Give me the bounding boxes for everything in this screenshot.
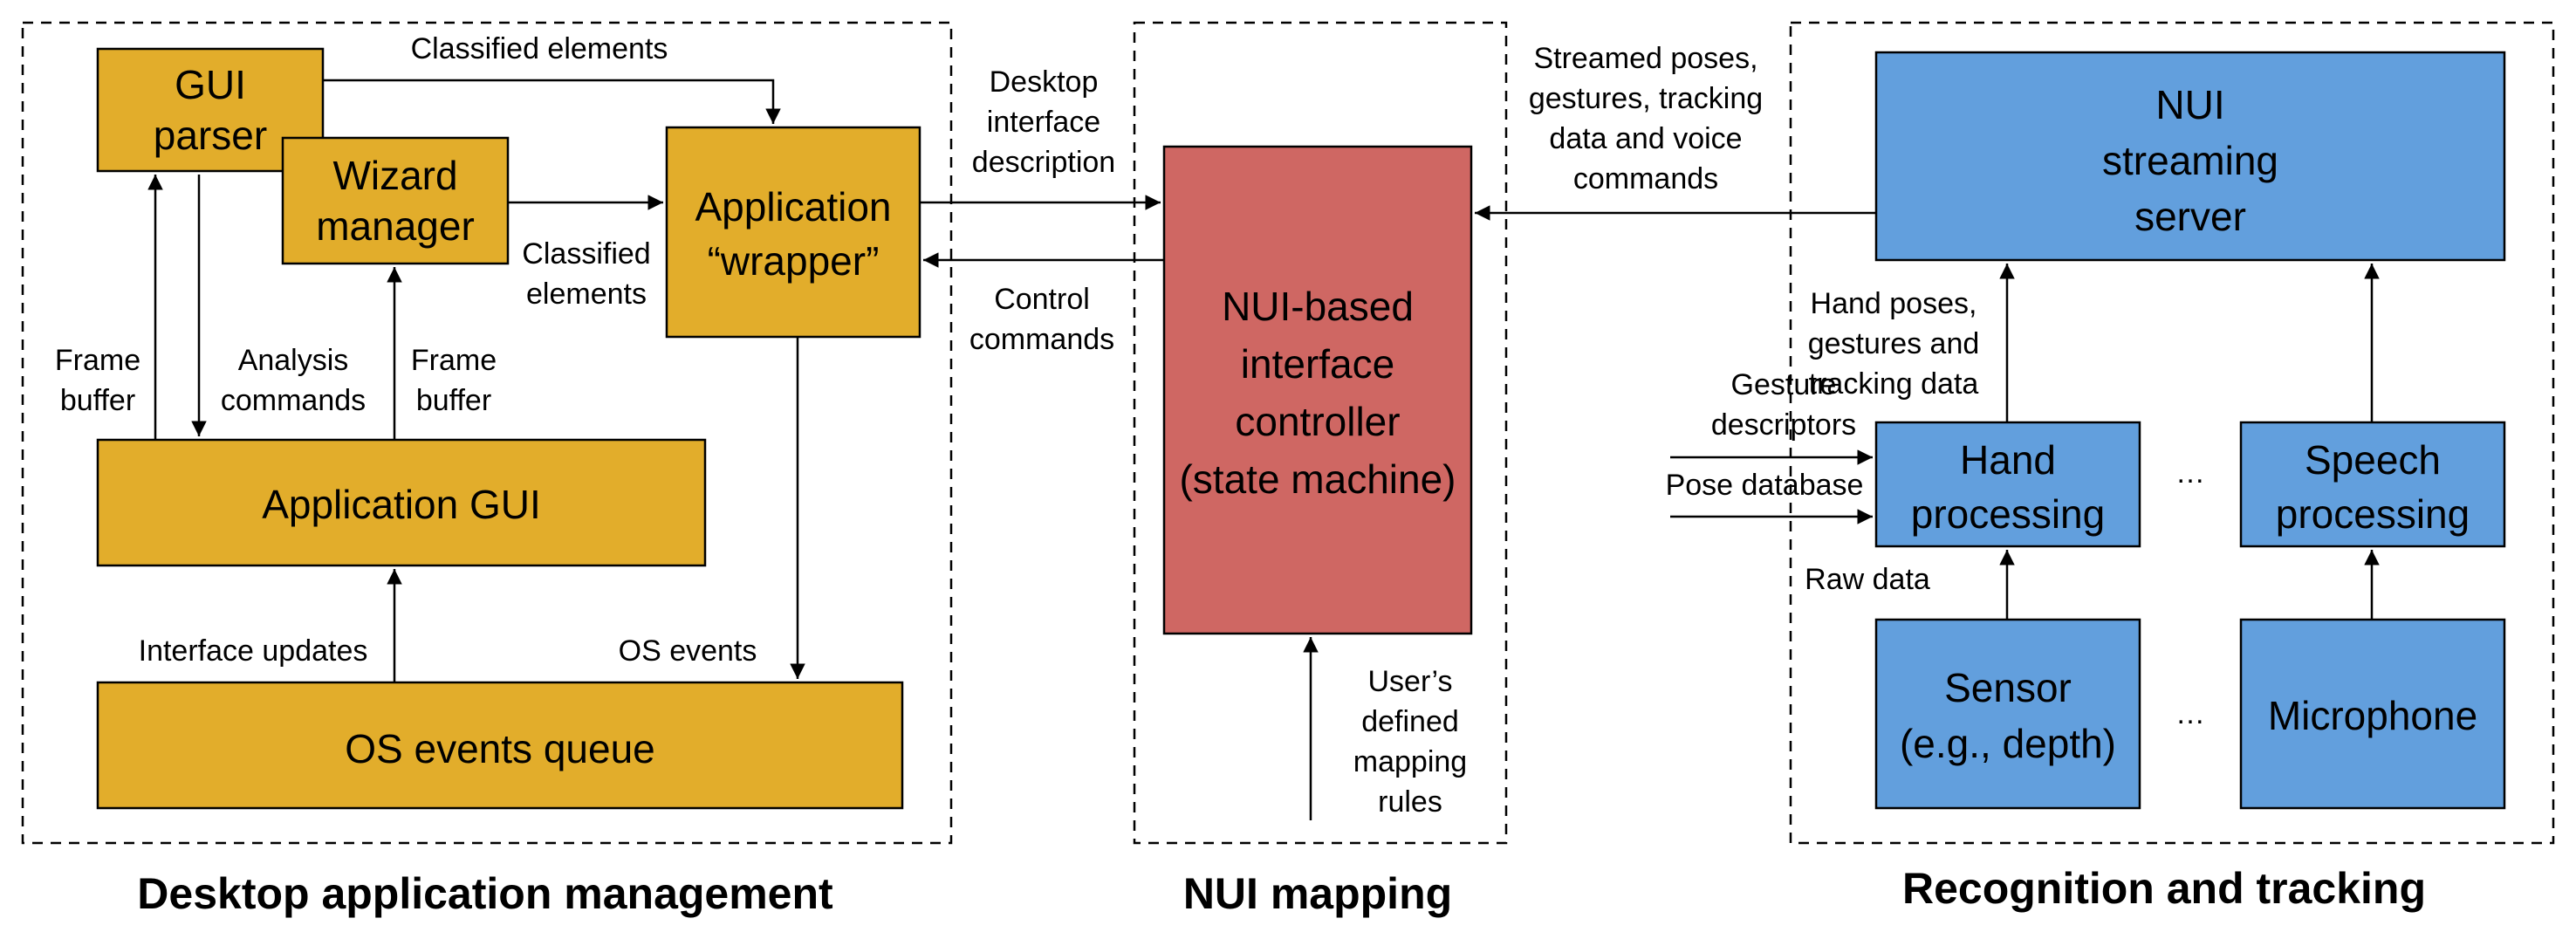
pose-database-label-line: Pose database [1666,469,1864,502]
desktop-interface-label-line: interface [987,106,1100,139]
desktop-section-frame [21,21,953,845]
processing-row-ellipsis: … [2175,456,2205,490]
frame-buffer-right-label-line: buffer [416,384,491,417]
streamed-label-line: data and voice [1549,122,1742,155]
application-gui-label: Application GUI [262,482,541,527]
microphone-label: Microphone [2268,693,2477,738]
hand-processing-label-line: Hand [1960,437,2056,483]
desktop-interface-label-line: Desktop [990,65,1099,99]
streaming-server-label-line: NUI [2155,82,2224,127]
controller-label-line: NUI-based [1222,284,1414,329]
controller-label-line: (state machine) [1179,456,1456,502]
speech-processing-box [2239,421,2506,548]
user-rules-label: User’s defined mapping rules [1353,665,1467,819]
recognition-section-title: Recognition and tracking [1902,864,2426,913]
interface-updates-label: Interface updates [139,634,368,668]
os-events-queue-label: OS events queue [345,726,654,771]
gesture-descriptors-label-line: Gesture [1731,368,1837,401]
streamed-label-line: Streamed poses, [1533,42,1757,75]
streamed-label-line: commands [1573,162,1718,195]
hand-processing-label: Hand processing [1911,437,2105,537]
classified-top-label-line: Classified elements [411,32,668,65]
speech-processing-label-line: processing [2276,491,2470,537]
hand-poses-label-line: Hand poses, [1811,287,1977,320]
gui-parser-label-line: GUI [175,62,246,107]
frame-buffer-left-label-line: Frame [55,344,140,377]
microphone-box [2239,618,2506,810]
user-rules-label-line: User’s [1368,665,1453,698]
streamed-label: Streamed poses, gestures, tracking data an… [1529,42,1763,195]
analysis-commands-label-line: commands [221,384,366,417]
desktop-interface-label-line: description [972,146,1115,179]
classified-top-label: Classified elements [411,32,668,65]
classified-mid-label-line: Classified [522,237,650,271]
classified-mid-label: Classified elements [522,237,650,311]
wizard-manager-box [281,136,510,265]
desktop-section-title: Desktop application management [137,869,833,918]
hand-poses-label-line: tracking data [1809,367,1979,401]
wizard-manager-label-line: manager [316,203,475,249]
device-row-ellipsis: … [2175,697,2205,730]
analysis-commands-label: Analysis commands [221,344,366,417]
recognition-section-frame [1789,21,2555,845]
controller-box [1162,145,1473,635]
speech-processing-label: Speech processing [2276,437,2470,537]
app-wrapper-label-line: Application [695,184,891,230]
sensor-label: Sensor (e.g., depth) [1900,665,2116,766]
controller-label-line: interface [1241,341,1394,387]
speech-processing-label-line: Speech [2305,437,2441,483]
raw-data-label-line: Raw data [1805,563,1930,596]
user-rules-label-line: mapping [1353,745,1467,778]
application-gui-box [96,438,707,567]
streaming-server-label: NUI streaming server [2102,82,2278,239]
user-rules-label-line: defined [1361,705,1459,738]
streaming-server-label-line: streaming [2102,138,2278,183]
controller-label-line: controller [1235,399,1400,444]
hand-poses-label: Hand poses, gestures and tracking data [1808,287,1980,401]
streaming-server-label-line: server [2134,194,2246,239]
sensor-label-line: Sensor [1944,665,2072,710]
gui-parser-label-line: parser [154,113,267,158]
wizard-manager-label: Wizard manager [316,153,475,249]
hand-poses-label-line: gestures and [1808,327,1980,360]
raw-data-label: Raw data [1805,563,1930,596]
desktop-interface-label: Desktop interface description [972,65,1115,179]
pose-database-label: Pose database [1666,469,1864,502]
mapping-section-title: NUI mapping [1183,869,1452,918]
user-rules-label-line: rules [1378,785,1442,819]
classified-mid-label-line: elements [526,278,647,311]
os-events-queue-box [96,681,904,810]
frame-buffer-left-label: Frame buffer [55,344,140,417]
wizard-manager-label-line: Wizard [332,153,457,198]
app-wrapper-label-line: “wrapper” [708,238,880,284]
os-events-label-line: OS events [619,634,757,668]
application-gui-label-line: Application GUI [262,482,541,527]
control-commands-label-line: Control [994,283,1090,316]
sensor-label-line: (e.g., depth) [1900,721,2116,766]
gesture-descriptors-label: Gesture descriptors [1711,368,1856,442]
gesture-descriptors-label-line: descriptors [1711,408,1856,442]
frame-buffer-right-label: Frame buffer [411,344,497,417]
control-commands-label-line: commands [969,323,1114,356]
microphone-label-line: Microphone [2268,693,2477,738]
mapping-section-frame [1133,21,1508,845]
hand-processing-label-line: processing [1911,491,2105,537]
app-wrapper-box [665,126,921,339]
controller-label: NUI-based interface controller (state machi… [1179,284,1456,502]
control-commands-label: Control commands [969,283,1114,356]
interface-updates-label-line: Interface updates [139,634,368,668]
os-events-queue-label-line: OS events queue [345,726,654,771]
hand-processing-box [1874,421,2141,548]
gui-parser-label: GUI parser [154,62,267,158]
app-wrapper-label: Application “wrapper” [695,184,891,284]
frame-buffer-right-label-line: Frame [411,344,497,377]
streaming-server-box [1874,51,2506,262]
streamed-label-line: gestures, tracking [1529,82,1763,115]
sensor-box [1874,618,2141,810]
arrow-classified-top [323,79,781,124]
frame-buffer-left-label-line: buffer [60,384,135,417]
os-events-label: OS events [619,634,757,668]
analysis-commands-label-line: Analysis [238,344,349,377]
